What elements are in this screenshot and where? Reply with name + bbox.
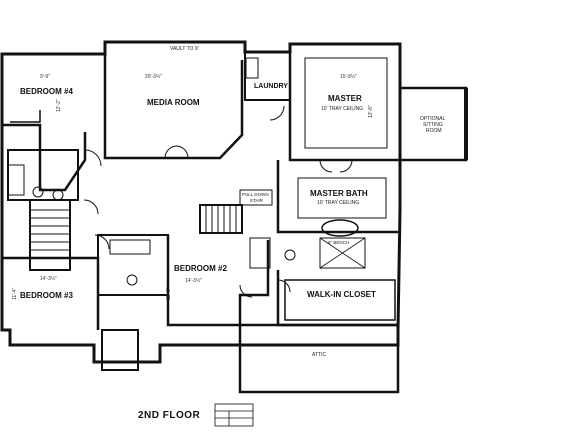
master-dim2: 13'-8" bbox=[368, 105, 374, 118]
bedroom2-dim2: 11'-6" bbox=[166, 287, 172, 300]
pull-down-stair-line1: PULL DOWN bbox=[242, 192, 269, 197]
plan-walls bbox=[0, 40, 468, 394]
bedroom4-dim2: 12'-2" bbox=[56, 99, 62, 112]
optional-sitting-line2: SITTING bbox=[423, 122, 443, 128]
bedroom4-label: BEDROOM #4 bbox=[20, 87, 73, 96]
optional-sitting-line3: ROOM bbox=[426, 128, 442, 134]
bedroom4-dim: 9'-9" bbox=[40, 74, 50, 80]
media-room-label: MEDIA ROOM bbox=[147, 98, 200, 107]
media-vault-note: VAULT TO 9' bbox=[170, 46, 199, 52]
master-bath-ceiling-note: 10' TRAY CEILING bbox=[317, 200, 359, 206]
master-dim: 15'-8½" bbox=[340, 73, 357, 80]
master-label: MASTER bbox=[328, 94, 362, 103]
schedule-box bbox=[214, 403, 254, 427]
optional-sitting-line1: OPTIONAL bbox=[420, 116, 446, 122]
pull-down-stair-line2: STAIR bbox=[250, 198, 264, 203]
master-ceiling-note: 10' TRAY CEILING bbox=[321, 106, 363, 112]
laundry-label: LAUNDRY bbox=[254, 83, 288, 90]
bedroom3-dim: 14'-3½" bbox=[40, 275, 57, 282]
bedroom2-dim: 14'-3½" bbox=[185, 277, 202, 284]
bedroom3-label: BEDROOM #3 bbox=[20, 291, 73, 300]
floor-title: 2ND FLOOR bbox=[138, 410, 201, 421]
media-dim: 20'-3½" bbox=[145, 73, 162, 80]
walkin-closet-label: WALK-IN CLOSET bbox=[307, 290, 376, 299]
bench-label: 6" BENCH bbox=[328, 240, 349, 245]
master-bath-label: MASTER BATH bbox=[310, 189, 368, 198]
attic-label: ATTIC bbox=[312, 352, 326, 358]
bedroom2-label: BEDROOM #2 bbox=[174, 264, 227, 273]
bedroom3-dim2: 11'-4" bbox=[12, 287, 18, 300]
